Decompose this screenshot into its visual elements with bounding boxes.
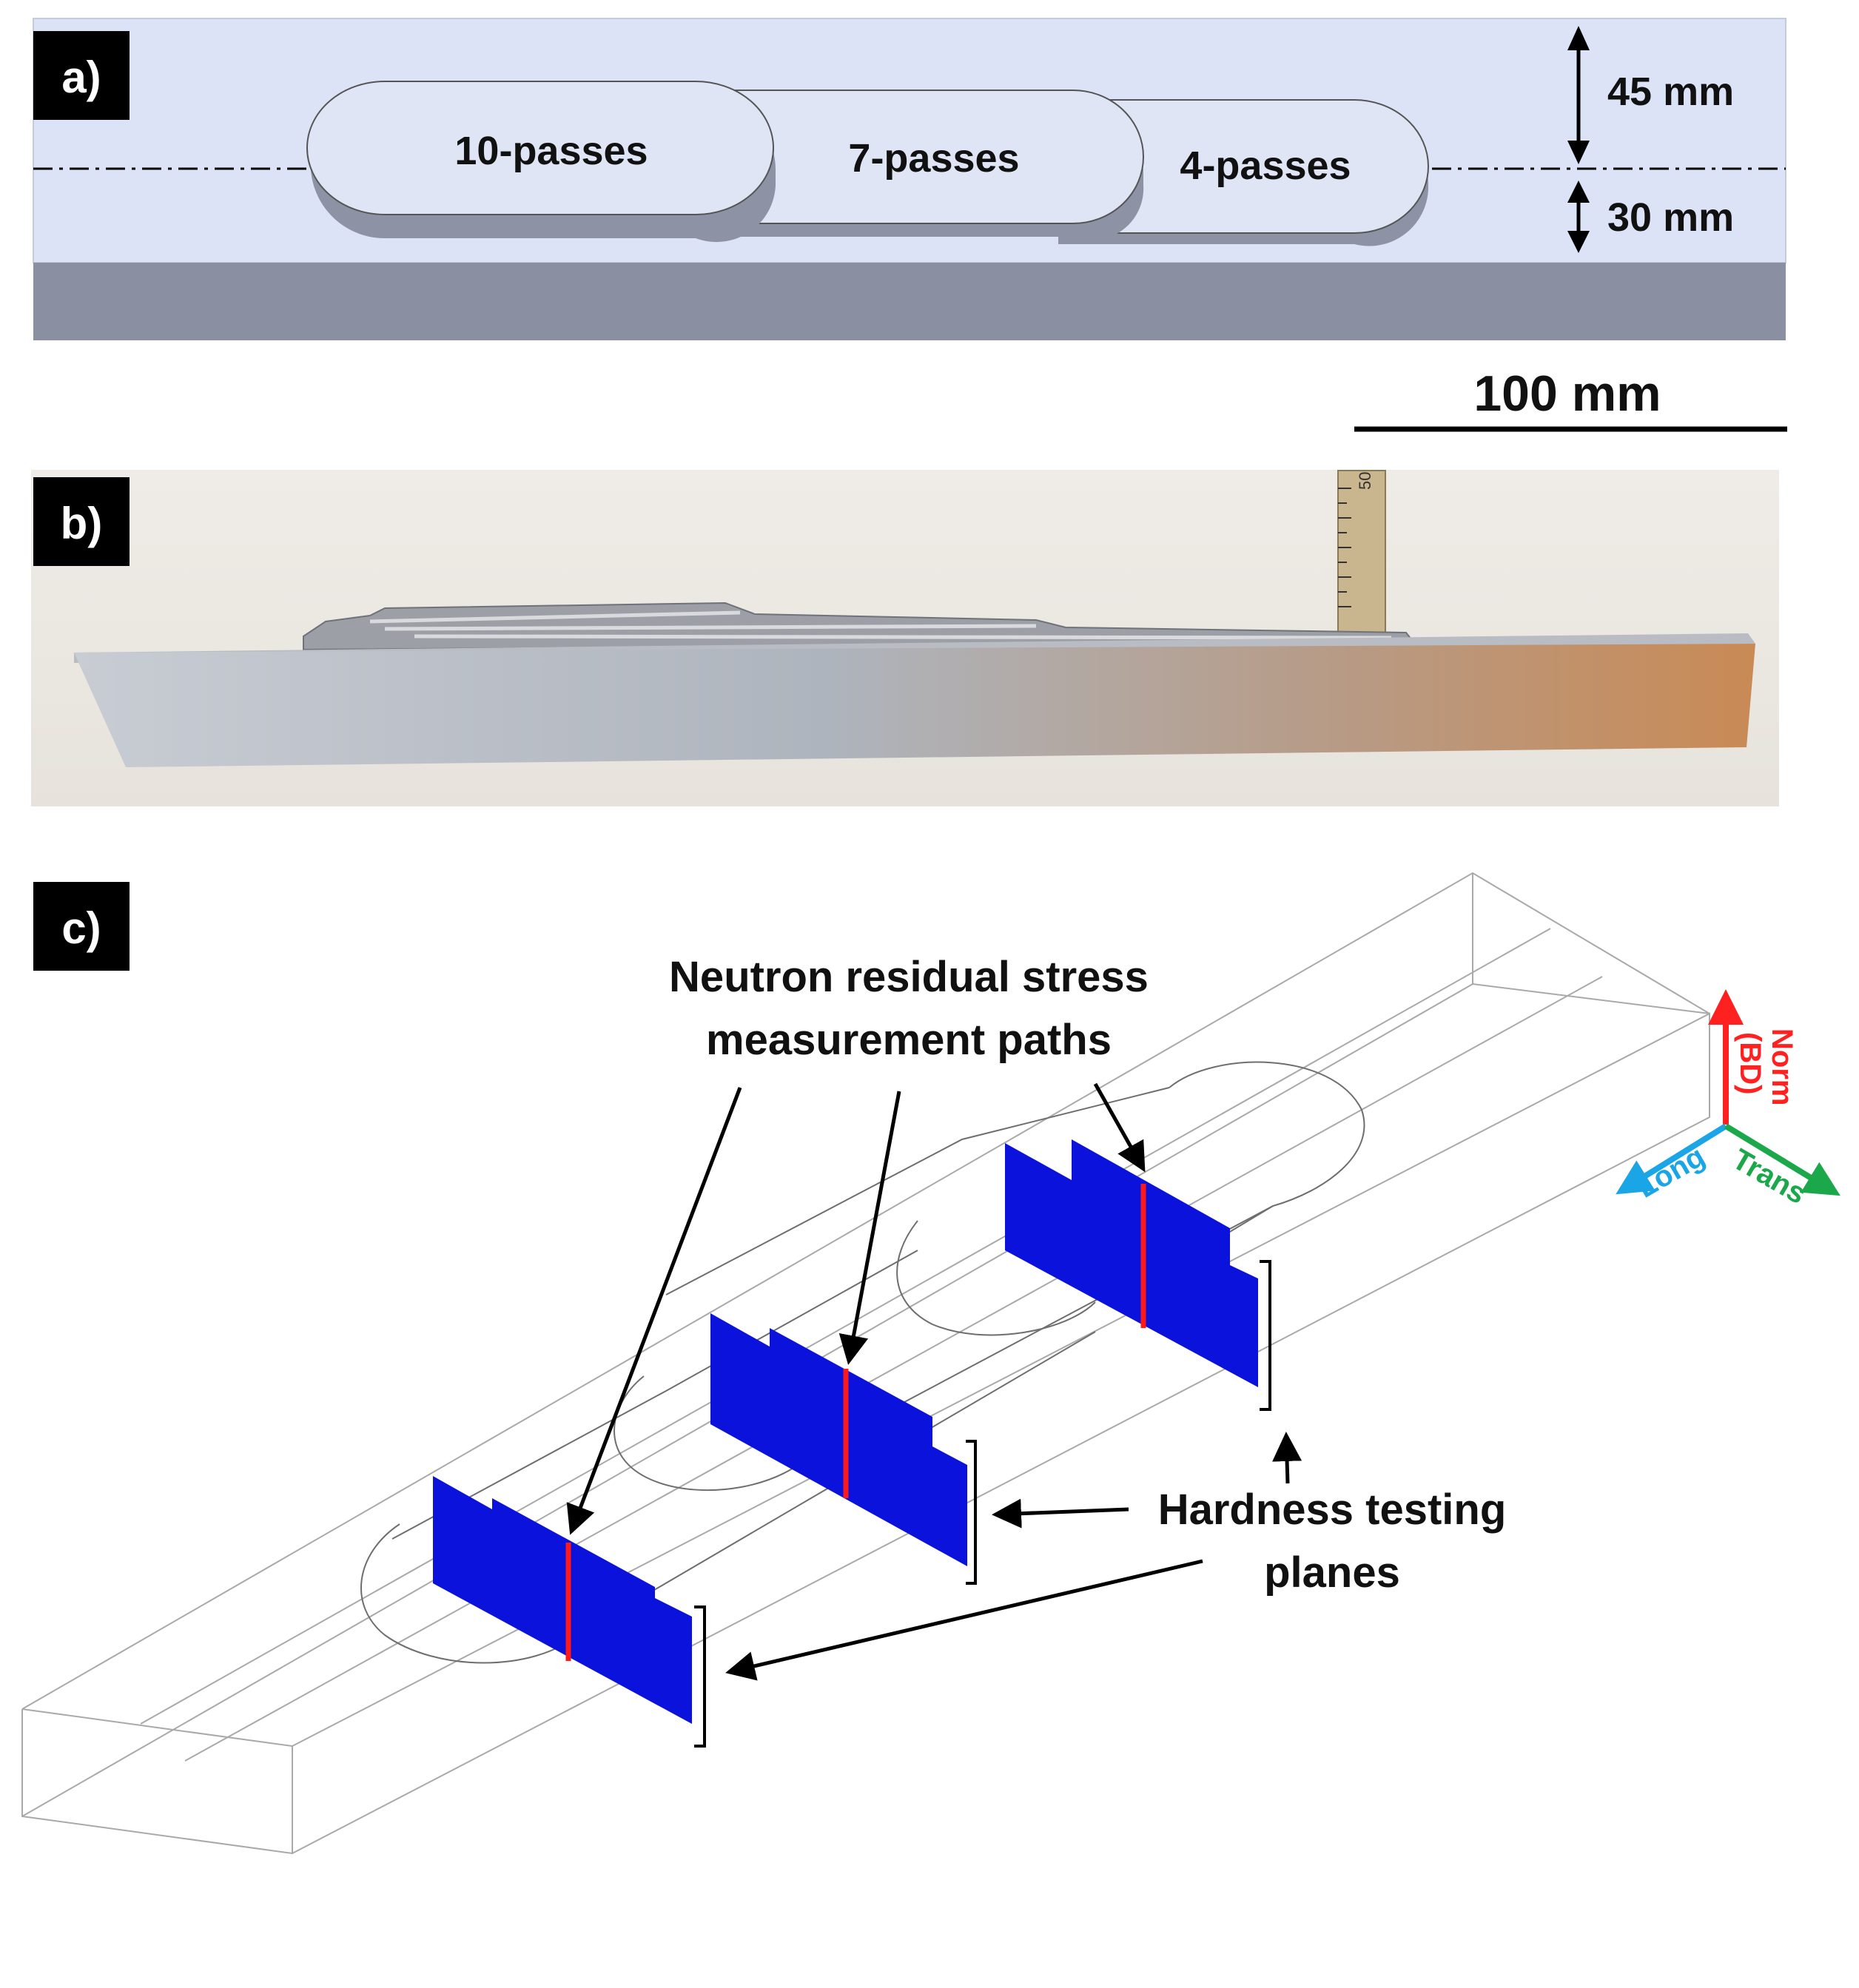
panel-a-label-box — [33, 31, 130, 120]
dim-label-45: 45 mm — [1607, 70, 1734, 114]
hardness-label-line-2: planes — [1264, 1549, 1400, 1597]
scale-bar-label: 100 mm — [1473, 365, 1661, 422]
substrate-plate — [33, 263, 1786, 340]
ruler-ticks — [1338, 488, 1351, 607]
dim-arrow-45-head-top — [1567, 26, 1590, 50]
norm-axis-label: Norm — [1766, 1028, 1798, 1105]
ruler-mark: 50 — [1356, 472, 1374, 490]
dim-arrow-30-head-bottom — [1567, 231, 1590, 253]
hardness-label-line-1: Hardness testing — [1158, 1486, 1507, 1534]
hardness-plane-7-passes — [710, 1313, 967, 1566]
hardness-plane-4-passes — [1005, 1139, 1258, 1387]
neutron-arrow-1 — [566, 1087, 742, 1535]
neutron-label-line-1: Neutron residual stress — [669, 953, 1149, 1001]
panel-a-label: a) — [61, 53, 101, 102]
panel-c-label: c) — [61, 903, 101, 953]
deposit-7-passes-top — [665, 90, 1144, 224]
photo-deposit-highlights — [369, 610, 1392, 640]
coordinate-triad: Norm (BD) Long Trans — [1616, 989, 1840, 1210]
panel-b: 50 b) — [31, 470, 1779, 806]
scale-bar: 100 mm — [1354, 365, 1787, 432]
bracket-3 — [1260, 1260, 1271, 1411]
neutron-arrow-3 — [1093, 1082, 1146, 1173]
deposit-label-7-passes: 7-passes — [848, 136, 1019, 181]
photo-plate-side — [74, 644, 1755, 767]
panel-a: 10-passes 7-passes 4-passes 45 mm 30 mm … — [33, 18, 1786, 340]
hardness-plane-1 — [433, 1476, 692, 1724]
ruler — [1337, 470, 1386, 634]
panel-c: c) — [21, 872, 1840, 1855]
long-axis-label: Long — [1632, 1140, 1711, 1204]
deposit-10-passes-top — [306, 81, 774, 215]
deposit-label-10-passes: 10-passes — [454, 129, 648, 173]
hardness-plane-10-passes — [433, 1476, 692, 1724]
substrate-wireframe — [21, 872, 1710, 1855]
panel-b-label-box — [33, 477, 130, 566]
bracket-2 — [966, 1440, 977, 1585]
long-axis-arrow — [1616, 1123, 1728, 1195]
panel-b-label: b) — [61, 499, 103, 548]
trans-axis-arrow — [1724, 1123, 1840, 1196]
dim-arrow-45-head-bottom — [1567, 141, 1590, 164]
neutron-arrow-2 — [838, 1091, 901, 1365]
deposit-label-4-passes: 4-passes — [1180, 144, 1351, 188]
panel-c-label-box — [33, 882, 130, 971]
dim-label-30: 30 mm — [1607, 195, 1734, 240]
hardness-arrow-1 — [725, 1559, 1203, 1681]
deposit-4-passes-top — [1050, 99, 1429, 234]
hardness-arrow-2 — [992, 1498, 1129, 1529]
hardness-plane-2 — [710, 1313, 967, 1566]
hardness-plane-3 — [1005, 1139, 1258, 1387]
bd-axis-label: (BD) — [1734, 1032, 1766, 1094]
neutron-label-line-2: measurement paths — [706, 1016, 1112, 1064]
hardness-arrow-3 — [1272, 1432, 1302, 1484]
dim-arrow-30-head-top — [1567, 181, 1590, 203]
bracket-1 — [694, 1605, 706, 1748]
